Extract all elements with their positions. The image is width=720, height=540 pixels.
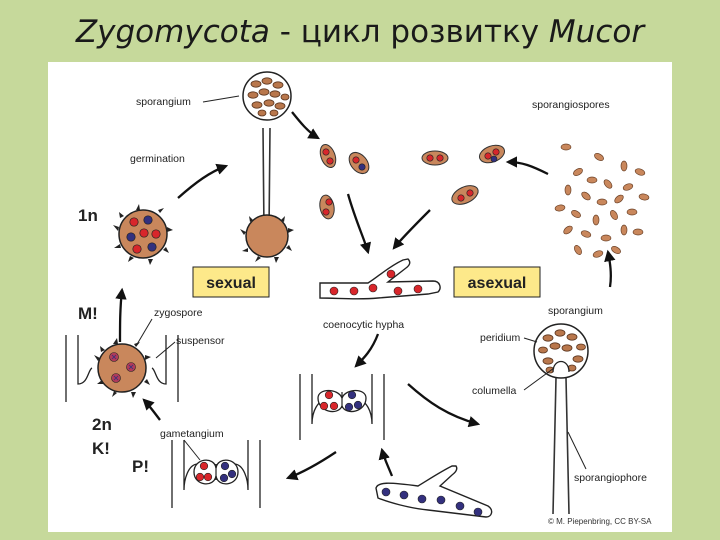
life-cycle-diagram: sporangium germination 1n (65, 71, 652, 526)
asexual-box (453, 266, 541, 298)
label-sporangium-right: sporangium (548, 305, 603, 317)
label-2n: 2n (92, 415, 112, 434)
label-1n: 1n (78, 206, 98, 225)
title-taxon: Zygomycota (75, 14, 270, 50)
leader-columella (523, 367, 555, 391)
sexual-box (192, 266, 270, 298)
label-germination: germination (130, 153, 185, 165)
top-sporangium (240, 71, 294, 263)
label-sporangium-top: sporangium (136, 96, 191, 108)
label-suspensor: suspensor (176, 335, 225, 347)
label-p: P! (132, 457, 149, 476)
leader-peridium (523, 337, 538, 343)
gametangium-pair (171, 440, 261, 508)
released-spores (319, 143, 506, 220)
coenocytic-hypha (319, 258, 441, 300)
label-asexual: asexual (468, 275, 527, 292)
gametangia-contact (299, 374, 385, 440)
label-columella: columella (472, 385, 517, 397)
leader-sporangium-top (202, 95, 240, 103)
label-coenocytic-hypha: coenocytic hypha (323, 319, 404, 331)
leader-suspensor (155, 341, 176, 359)
germinating-zygospore (113, 204, 173, 265)
label-peridium: peridium (480, 332, 521, 344)
cycle-arrows (115, 111, 616, 481)
label-sporangiophore: sporangiophore (574, 472, 647, 484)
label-sporangiospores: sporangiospores (532, 99, 610, 111)
diagram-panel: sporangium germination 1n (48, 62, 672, 532)
leader-zygospore (135, 318, 153, 347)
label-m: M! (78, 304, 98, 323)
sporangiospore-cluster (554, 143, 650, 258)
label-zygospore: zygospore (154, 307, 203, 319)
leader-sporangiophore (567, 431, 587, 470)
label-k: K! (92, 439, 110, 458)
right-sporangium (533, 323, 589, 515)
slide-title: Zygomycota - цикл розвитку Mucor (0, 14, 720, 50)
blue-hypha (375, 465, 493, 518)
title-middle: - цикл розвитку (269, 14, 549, 50)
zygospore-with-suspensors (65, 335, 179, 402)
label-sexual: sexual (206, 275, 256, 292)
title-genus: Mucor (548, 14, 645, 50)
label-gametangium: gametangium (160, 428, 224, 440)
copyright-notice: © M. Piepenbring, CC BY-SA (548, 517, 652, 526)
leader-gametangium (183, 439, 201, 461)
